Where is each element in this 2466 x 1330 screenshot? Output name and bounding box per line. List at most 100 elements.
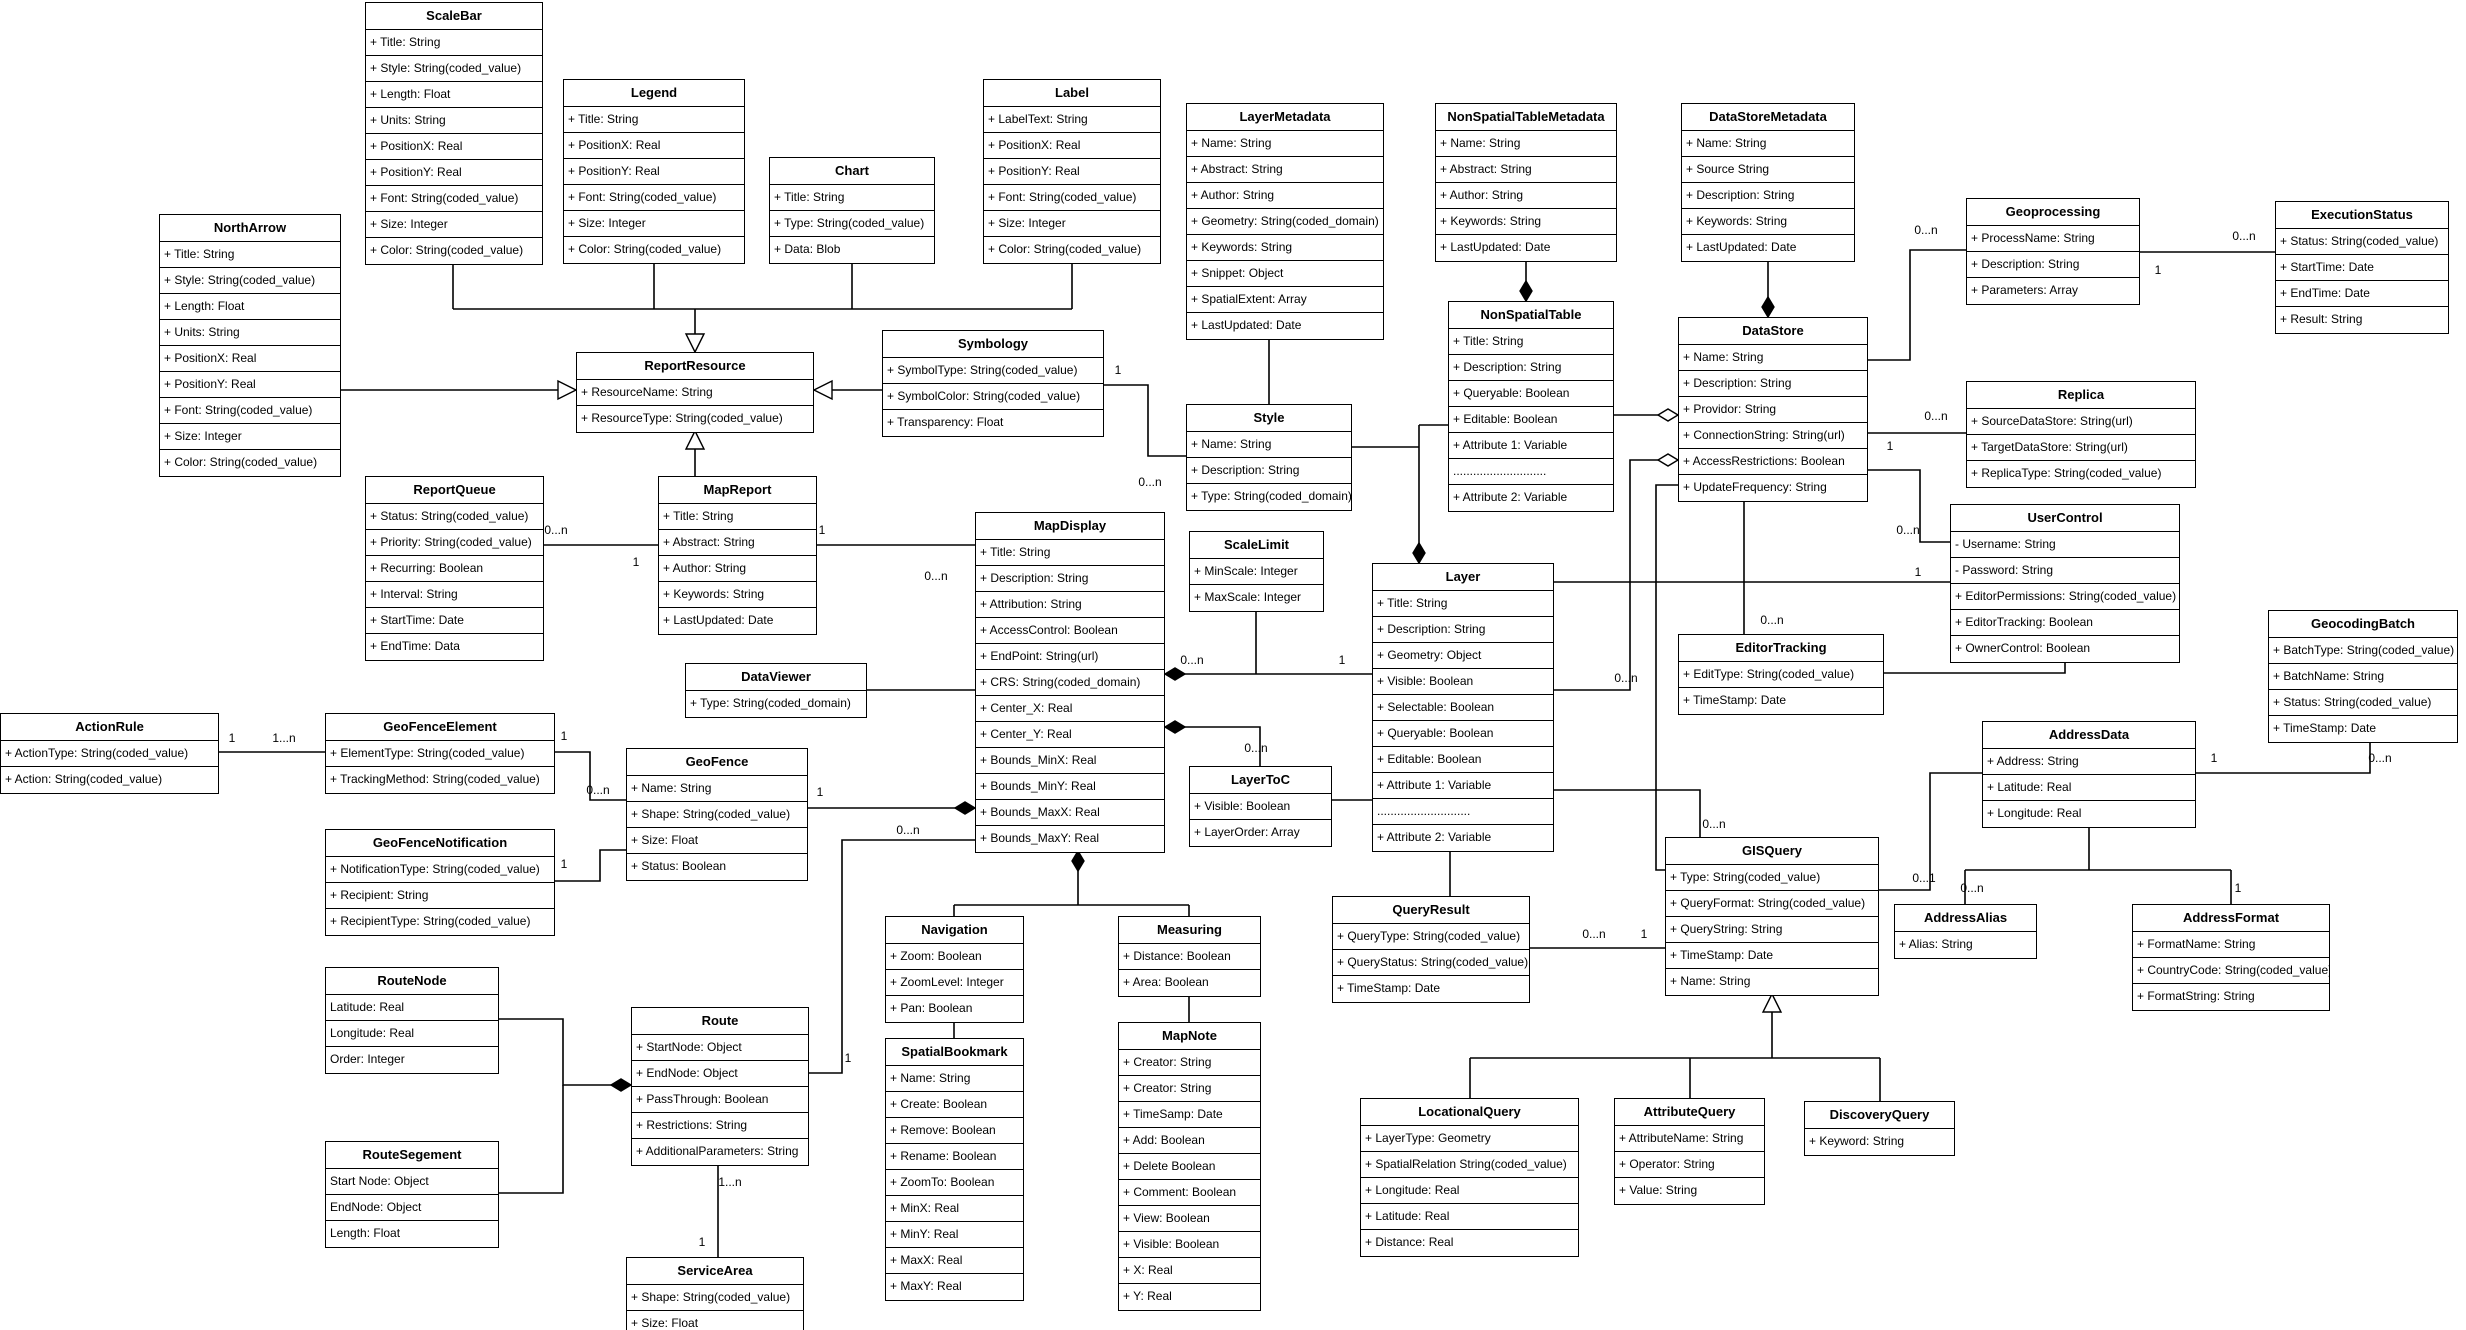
- class-box-geoprocessing[interactable]: Geoprocessing+ ProcessName: String+ Desc…: [1966, 198, 2140, 305]
- class-box-geofenceelement[interactable]: GeoFenceElement+ ElementType: String(cod…: [325, 713, 555, 794]
- class-title: Label: [984, 80, 1160, 107]
- class-box-chart[interactable]: Chart+ Title: String+ Type: String(coded…: [769, 157, 935, 264]
- class-box-style[interactable]: Style+ Name: String+ Description: String…: [1186, 404, 1352, 511]
- generalization-arrow-icon: [557, 379, 578, 401]
- class-title: Replica: [1967, 382, 2195, 409]
- attribute-row: + Title: String: [770, 185, 934, 211]
- class-box-route[interactable]: Route+ StartNode: Object+ EndNode: Objec…: [631, 1007, 809, 1166]
- class-box-attributequery[interactable]: AttributeQuery+ AttributeName: String+ O…: [1614, 1098, 1765, 1205]
- attribute-row: + OwnerControl: Boolean: [1955, 641, 2091, 655]
- multiplicity-label: 1...n: [718, 1175, 741, 1189]
- class-box-replica[interactable]: Replica+ SourceDataStore: String(url)+ T…: [1966, 381, 2196, 488]
- class-box-spatialbookmark[interactable]: SpatialBookmark+ Name: String+ Create: B…: [885, 1038, 1024, 1301]
- class-box-datastore[interactable]: DataStore+ Name: String+ Description: St…: [1678, 317, 1868, 502]
- class-box-reportqueue[interactable]: ReportQueue+ Status: String(coded_value)…: [365, 476, 544, 661]
- attribute-row: + StartTime: Date: [2276, 255, 2448, 281]
- composition-diamond-icon: [1163, 720, 1187, 734]
- class-title: AttributeQuery: [1615, 1099, 1764, 1126]
- class-box-mapnote[interactable]: MapNote+ Creator: String+ Creator: Strin…: [1118, 1022, 1261, 1311]
- attribute-row: + AttributeName: String: [1615, 1126, 1764, 1152]
- class-title: GeoFence: [627, 749, 807, 776]
- multiplicity-label: 1: [1887, 439, 1894, 453]
- multiplicity-label: 1: [845, 1051, 852, 1065]
- attribute-row: + Keywords: String: [659, 582, 816, 608]
- class-box-geofence[interactable]: GeoFence+ Name: String+ Shape: String(co…: [626, 748, 808, 881]
- class-box-servicearea[interactable]: ServiceArea+ Shape: String(coded_value)+…: [626, 1257, 804, 1330]
- class-box-discoveryquery[interactable]: DiscoveryQuery+ Keyword: String: [1804, 1101, 1955, 1156]
- uml-connector: [1868, 249, 1966, 361]
- attribute-row: + Longitude: Real: [1361, 1178, 1578, 1204]
- class-box-locationalquery[interactable]: LocationalQuery+ LayerType: Geometry+ Sp…: [1360, 1098, 1579, 1257]
- class-box-navigation[interactable]: Navigation+ Zoom: Boolean+ ZoomLevel: In…: [885, 916, 1024, 1023]
- class-box-measuring[interactable]: Measuring+ Distance: Boolean+ Area: Bool…: [1118, 916, 1261, 997]
- attribute-row: + LayerType: Geometry: [1361, 1126, 1578, 1152]
- class-box-northarrow[interactable]: NorthArrow+ Title: String+ Style: String…: [159, 214, 341, 477]
- uml-connector: [1104, 384, 1186, 457]
- attribute-row: Start Node: Object: [326, 1169, 498, 1195]
- class-box-label[interactable]: Label+ LabelText: String+ PositionX: Rea…: [983, 79, 1161, 264]
- class-box-reportresource[interactable]: ReportResource+ ResourceName: String+ Re…: [576, 352, 814, 433]
- attribute-row: + Interval: String: [366, 582, 543, 608]
- multiplicity-label: 1: [699, 1235, 706, 1249]
- multiplicity-label: 0...n: [1896, 523, 1919, 537]
- attribute-row: + Longitude: Real: [1987, 806, 2082, 820]
- class-box-actionrule[interactable]: ActionRule+ ActionType: String(coded_val…: [0, 713, 219, 794]
- multiplicity-label: 1: [561, 729, 568, 743]
- composition-diamond-icon: [1761, 295, 1775, 319]
- attribute-row: + Editable: Boolean: [1373, 747, 1553, 773]
- attribute-row: + LastUpdated: Date: [1191, 318, 1302, 332]
- class-box-gisquery[interactable]: GISQuery+ Type: String(coded_value)+ Que…: [1665, 837, 1879, 996]
- class-box-layertoc[interactable]: LayerToC+ Visible: Boolean+ LayerOrder: …: [1189, 766, 1332, 847]
- attribute-row: + Recipient: String: [326, 883, 554, 909]
- attribute-row: + Restrictions: String: [632, 1113, 808, 1139]
- attribute-row: + Creator: String: [1119, 1076, 1260, 1102]
- class-box-addressdata[interactable]: AddressData+ Address: String+ Latitude: …: [1982, 721, 2196, 828]
- class-box-scalebar[interactable]: ScaleBar+ Title: String+ Style: String(c…: [365, 2, 543, 265]
- class-box-mapreport[interactable]: MapReport+ Title: String+ Abstract: Stri…: [658, 476, 817, 635]
- class-title: NorthArrow: [160, 215, 340, 242]
- class-box-geofencenotification[interactable]: GeoFenceNotification+ NotificationType: …: [325, 829, 555, 936]
- attribute-row: + Parameters: Array: [1971, 283, 2079, 297]
- class-box-datastoremetadata[interactable]: DataStoreMetadata+ Name: String+ Source …: [1681, 103, 1855, 262]
- class-title: LayerMetadata: [1187, 104, 1383, 131]
- attribute-row: + Attribute 1: Variable: [1449, 433, 1613, 459]
- class-box-queryresult[interactable]: QueryResult+ QueryType: String(coded_val…: [1332, 896, 1530, 1003]
- class-box-dataviewer[interactable]: DataViewer+ Type: String(coded_domain): [685, 663, 867, 718]
- class-box-scalelimit[interactable]: ScaleLimit+ MinScale: Integer+ MaxScale:…: [1189, 531, 1324, 612]
- class-box-nonspatialtable[interactable]: NonSpatialTable+ Title: String+ Descript…: [1448, 301, 1614, 512]
- class-box-geocodingbatch[interactable]: GeocodingBatch+ BatchType: String(coded_…: [2268, 610, 2458, 743]
- attribute-row: + SpatialRelation String(coded_value): [1361, 1152, 1578, 1178]
- class-box-symbology[interactable]: Symbology+ SymbolType: String(coded_valu…: [882, 330, 1104, 437]
- class-box-editortracking[interactable]: EditorTracking+ EditType: String(coded_v…: [1678, 634, 1884, 715]
- attribute-row: + PositionY: Real: [160, 372, 340, 398]
- attribute-row: + SymbolColor: String(coded_value): [883, 384, 1103, 410]
- class-title: SpatialBookmark: [886, 1039, 1023, 1066]
- attribute-row: + MinX: Real: [886, 1196, 1023, 1222]
- attribute-row: + ZoomTo: Boolean: [886, 1170, 1023, 1196]
- class-title: ScaleLimit: [1190, 532, 1323, 559]
- class-box-legend[interactable]: Legend+ Title: String+ PositionX: Real+ …: [563, 79, 745, 264]
- class-box-addressformat[interactable]: AddressFormat+ FormatName: String+ Count…: [2132, 904, 2330, 1011]
- attribute-row: + ZoomLevel: Integer: [886, 970, 1023, 996]
- attribute-row: + ReplicaType: String(coded_value): [1971, 466, 2162, 480]
- attribute-row: + Recurring: Boolean: [366, 556, 543, 582]
- class-box-layermetadata[interactable]: LayerMetadata+ Name: String+ Abstract: S…: [1186, 103, 1384, 340]
- class-title: ReportResource: [577, 353, 813, 380]
- multiplicity-label: 1: [229, 731, 236, 745]
- attribute-row: + StartTime: Date: [366, 608, 543, 634]
- attribute-row: + PositionY: Real: [366, 160, 542, 186]
- attribute-row: + AccessControl: Boolean: [976, 618, 1164, 644]
- class-box-usercontrol[interactable]: UserControl- Username: String- Password:…: [1950, 504, 2180, 663]
- class-box-nonspatialtablemetadata[interactable]: NonSpatialTableMetadata+ Name: String+ A…: [1435, 103, 1617, 262]
- class-box-executionstatus[interactable]: ExecutionStatus+ Status: String(coded_va…: [2275, 201, 2449, 334]
- attribute-row: + Providor: String: [1679, 397, 1867, 423]
- attribute-row: + ActionType: String(coded_value): [1, 741, 218, 767]
- attribute-row: ............................: [1373, 799, 1553, 825]
- attribute-row: + ResourceName: String: [577, 380, 813, 406]
- class-box-addressalias[interactable]: AddressAlias+ Alias: String: [1894, 904, 2037, 959]
- attribute-row: + Units: String: [160, 320, 340, 346]
- class-box-layer[interactable]: Layer+ Title: String+ Description: Strin…: [1372, 563, 1554, 852]
- class-box-mapdisplay[interactable]: MapDisplay+ Title: String+ Description: …: [975, 512, 1165, 853]
